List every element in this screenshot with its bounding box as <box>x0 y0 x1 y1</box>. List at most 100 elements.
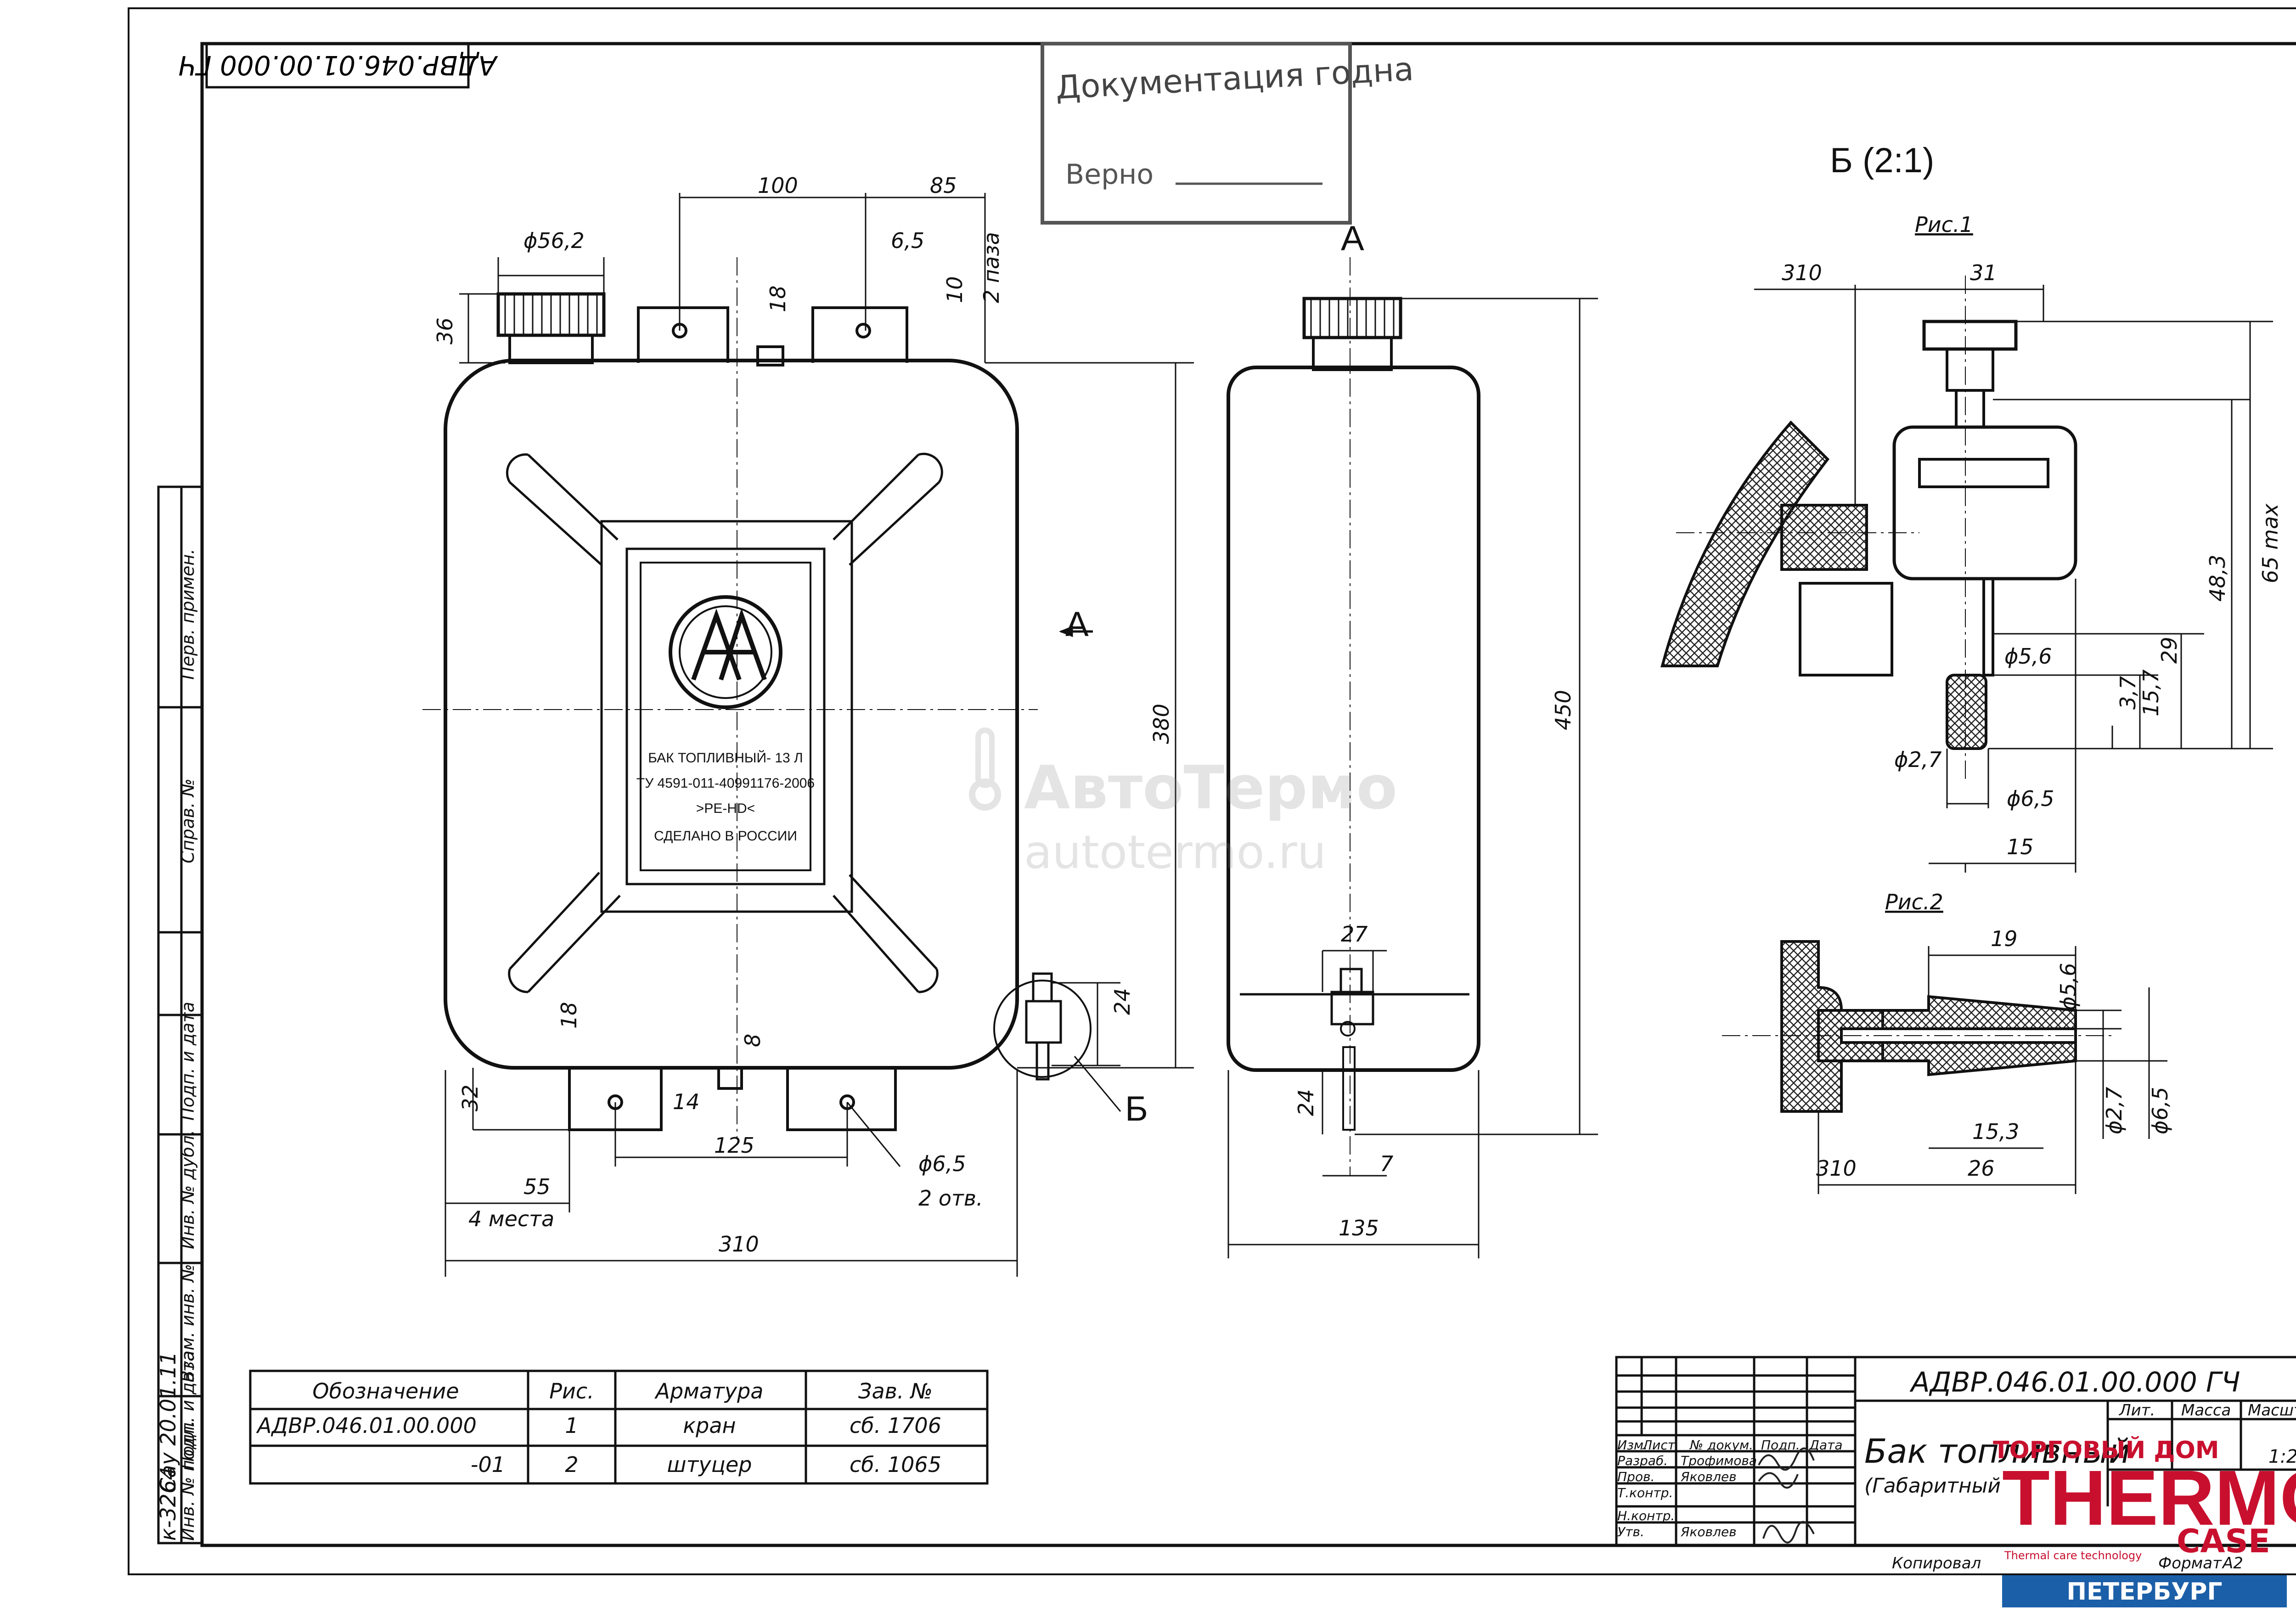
fig1-drawing <box>1660 276 2077 781</box>
strip-podp1: Подп. и дата <box>178 1002 198 1121</box>
fig1-dim-lines <box>1754 285 2273 873</box>
rotated-doc-code: АДВР.046.01.00.000 ГЧ <box>178 50 498 81</box>
svg-text:29: 29 <box>2157 637 2182 664</box>
svg-text:CASE: CASE <box>2177 1522 2270 1560</box>
svg-text:Верно: Верно <box>1065 158 1154 191</box>
svg-text:26: 26 <box>1968 1156 1995 1181</box>
strip-inv-hw: к-3264 <box>156 1467 180 1541</box>
svg-text:ϕ2,7: ϕ2,7 <box>2102 1087 2127 1135</box>
svg-text:27: 27 <box>1341 922 1368 947</box>
svg-text:125: 125 <box>714 1133 754 1158</box>
svg-text:АвтоТермо: АвтоТермо <box>1024 753 1397 823</box>
svg-text:Дата: Дата <box>1808 1437 1843 1453</box>
title-block-grid <box>1615 1356 2296 1547</box>
front-dim-lines <box>445 193 1194 1277</box>
td-r1-c1: АДВР.046.01.00.000 <box>256 1413 477 1438</box>
th-ris: Рис. <box>549 1379 594 1403</box>
arrow-a-label: А <box>1065 605 1089 644</box>
front-dim-text: 100 85 ϕ56,2 6,5 10 2 паза 36 18 380 24 … <box>433 173 1174 1257</box>
watermark: АвтоТермо autotermo.ru <box>969 727 1397 879</box>
svg-text:18: 18 <box>557 1002 581 1029</box>
svg-text:Изм.: Изм. <box>1617 1437 1648 1453</box>
svg-text:18: 18 <box>765 285 790 312</box>
svg-text:36: 36 <box>433 317 457 344</box>
svg-text:6,5: 6,5 <box>891 228 924 253</box>
side-dim-text: 27 450 24 7 135 <box>1294 690 1576 1240</box>
svg-text:450: 450 <box>1551 690 1576 730</box>
strip-sprav: Справ. № <box>178 778 198 863</box>
fig2-dim-text: 19 ϕ5,6 ϕ2,7 ϕ6,5 15,3 310 26 <box>1816 926 2172 1181</box>
title-block: АДВР.046.01.00.000 ГЧ Бак топливный (Габ… <box>1617 1366 2296 1573</box>
svg-text:Разраб.: Разраб. <box>1617 1453 1668 1468</box>
spec-table-grid <box>249 1370 989 1485</box>
svg-text:31: 31 <box>1970 260 1997 285</box>
svg-text:Копировал: Копировал <box>1892 1554 1981 1573</box>
svg-text:380: 380 <box>1149 704 1174 744</box>
side-dim-lines <box>1227 298 1598 1258</box>
callout-b-label: Б <box>1125 1089 1148 1128</box>
svg-text:48,3: 48,3 <box>2205 555 2230 602</box>
svg-text:№ докум.: № докум. <box>1689 1437 1753 1453</box>
strip-date-hw: Сау 20.01.11 <box>156 1352 180 1493</box>
svg-text:15,3: 15,3 <box>1972 1119 2019 1144</box>
left-strip <box>157 485 203 1544</box>
svg-text:Thermal care technology: Thermal care technology <box>2004 1549 2142 1562</box>
fig2-title: Рис.2 <box>1885 890 1943 914</box>
svg-text:Формат: Формат <box>2158 1554 2222 1573</box>
strip-invp: Инв. № подл. <box>178 1420 198 1541</box>
td-r1-c2: 1 <box>565 1413 578 1438</box>
fig1-title: Рис.1 <box>1915 212 1973 237</box>
tb-sub: (Габаритный <box>1864 1474 2001 1498</box>
svg-text:1:2: 1:2 <box>2268 1446 2296 1467</box>
svg-text:СДЕЛАНО В РОССИИ: СДЕЛАНО В РОССИИ <box>654 829 797 844</box>
svg-text:ϕ2,7: ϕ2,7 <box>1894 747 1942 772</box>
svg-text:БАК ТОПЛИВНЫЙ- 13 Л: БАК ТОПЛИВНЫЙ- 13 Л <box>648 750 803 766</box>
strip-vzam: Взам. инв. № <box>178 1264 198 1382</box>
svg-text:Утв.: Утв. <box>1617 1524 1644 1539</box>
svg-text:Пров.: Пров. <box>1617 1469 1654 1484</box>
svg-text:>PE-HD<: >PE-HD< <box>696 801 755 816</box>
svg-text:55: 55 <box>523 1174 551 1199</box>
svg-text:135: 135 <box>1339 1216 1379 1240</box>
th-oboz: Обозначение <box>312 1379 459 1403</box>
side-view <box>1227 257 1480 1176</box>
td-r1-c4: сб. 1706 <box>850 1413 941 1438</box>
fig2-dim-lines <box>1818 946 2167 1194</box>
svg-text:32: 32 <box>458 1084 483 1111</box>
td-r1-c3: кран <box>683 1413 736 1438</box>
svg-text:ϕ6,5: ϕ6,5 <box>2148 1087 2172 1135</box>
svg-text:ϕ5,6: ϕ5,6 <box>2056 963 2081 1011</box>
svg-text:310: 310 <box>1816 1156 1857 1181</box>
svg-text:24: 24 <box>1294 1089 1318 1116</box>
svg-text:ПЕТЕРБУРГ: ПЕТЕРБУРГ <box>2066 1578 2222 1606</box>
fig2-drawing <box>1722 940 2112 1113</box>
td-r2-c1: -01 <box>471 1452 505 1477</box>
svg-text:4 места: 4 места <box>468 1206 554 1231</box>
svg-text:8: 8 <box>740 1034 765 1047</box>
signatures <box>1758 1447 1815 1544</box>
svg-text:Трофимова: Трофимова <box>1681 1453 1757 1468</box>
svg-text:Масштаб: Масштаб <box>2248 1401 2296 1420</box>
strip-podp2: Подп. и дата <box>178 1351 198 1470</box>
view-a-title: А <box>1341 219 1364 258</box>
svg-text:3,7: 3,7 <box>2116 676 2140 710</box>
fig1-dim-text: 310 31 65 max 48,3 29 ϕ5,6 3,7 15,7 ϕ2,7… <box>1782 260 2283 859</box>
svg-text:Яковлев: Яковлев <box>1680 1524 1737 1539</box>
svg-text:2 отв.: 2 отв. <box>918 1186 983 1211</box>
svg-text:ТОРГОВЫЙ ДОМ: ТОРГОВЫЙ ДОМ <box>1993 1436 2219 1464</box>
thermocase-logo: ТОРГОВЫЙ ДОМ THERMO CASE Thermal care te… <box>1993 1436 2296 1607</box>
svg-text:ТУ 4591-011-40991176-2006: ТУ 4591-011-40991176-2006 <box>636 776 815 791</box>
svg-text:ϕ5,6: ϕ5,6 <box>2004 644 2052 669</box>
svg-text:65 max: 65 max <box>2258 503 2283 583</box>
tb-name: Бак топливный <box>1864 1432 2130 1471</box>
svg-text:100: 100 <box>758 173 798 198</box>
tb-code: АДВР.046.01.00.000 ГЧ <box>1909 1366 2240 1398</box>
svg-text:15,7: 15,7 <box>2138 670 2163 716</box>
svg-text:ϕ6,5: ϕ6,5 <box>918 1151 966 1176</box>
th-armatura: Арматура <box>654 1379 764 1403</box>
svg-text:10: 10 <box>942 276 967 303</box>
svg-text:Н.контр.: Н.контр. <box>1617 1508 1675 1523</box>
svg-text:Яковлев: Яковлев <box>1680 1469 1737 1484</box>
strip-perv: Перв. примен. <box>178 549 198 680</box>
